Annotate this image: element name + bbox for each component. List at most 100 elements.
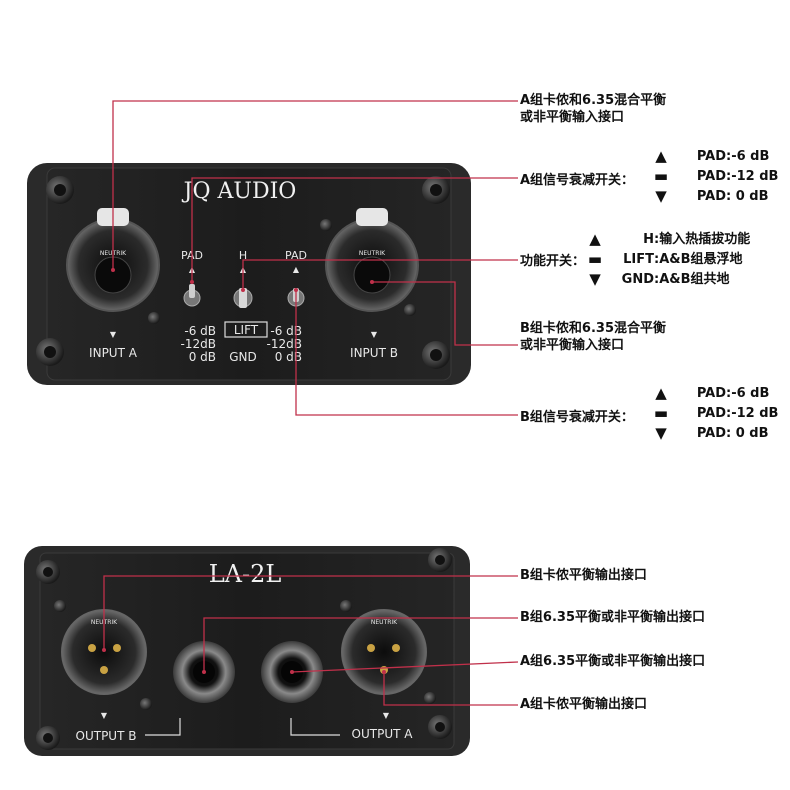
- top-corner-screw-tl: [46, 176, 74, 204]
- pad-a-value-3: 0 dB: [189, 350, 216, 364]
- down-triangle-icon: ▼: [589, 269, 601, 288]
- combo-input-b[interactable]: NEUTRIK: [325, 208, 419, 312]
- legend-list: ▲PAD:-6 dB ▬PAD:-12 dB ▼PAD: 0 dB: [650, 383, 779, 443]
- down-arrow-icon: ▼: [101, 711, 108, 720]
- pad-b-value-1: -6 dB: [270, 324, 302, 338]
- legend-value: :-12 dB: [726, 405, 779, 421]
- bottom-corner-screw-tr: [428, 548, 452, 572]
- leader-input-a: [112, 100, 518, 270]
- legend-value: :A&B组悬浮地: [654, 251, 743, 267]
- pad-a-value-1: -6 dB: [184, 324, 216, 338]
- small-screw: [404, 304, 416, 316]
- legend-value: :-6 dB: [726, 385, 770, 401]
- bar-icon: ▬: [653, 403, 669, 422]
- up-triangle-icon: ▲: [655, 383, 667, 402]
- leader-out-b-jack: [203, 617, 518, 672]
- legend-list: ▲H:输入热插拔功能 ▬LIFT:A&B组悬浮地 ▼GND:A&B组共地: [584, 229, 750, 289]
- output-b-label: OUTPUT B: [76, 729, 137, 743]
- bar-icon: ▬: [587, 249, 603, 268]
- annotation-title: A组信号衰减开关：: [520, 170, 634, 190]
- legend-value: :输入热插拔功能: [654, 231, 751, 247]
- legend-key: PAD: [696, 168, 726, 184]
- legend-value: :-6 dB: [726, 148, 770, 164]
- output-a-label: OUTPUT A: [352, 727, 414, 741]
- leader-pad-b: [295, 290, 518, 416]
- bottom-corner-screw-tl: [36, 560, 60, 584]
- function-switch[interactable]: [233, 288, 253, 308]
- annotation-input-b: B组卡侬和6.35混合平衡 或非平衡输入接口: [520, 320, 666, 354]
- input-a-label: INPUT A: [89, 346, 138, 360]
- legend-key: H: [643, 231, 654, 247]
- pad-b-value-2: -12dB: [267, 337, 302, 351]
- leader-out-a-xlr: [383, 672, 518, 706]
- pad-a-value-2: -12dB: [181, 337, 216, 351]
- connector-brand: NEUTRIK: [359, 250, 386, 257]
- down-arrow-icon: ▼: [383, 711, 390, 720]
- legend-key: PAD: [696, 188, 726, 204]
- small-screw: [140, 698, 152, 710]
- annotation-input-a: A组卡侬和6.35混合平衡 或非平衡输入接口: [520, 92, 666, 126]
- annotation-out-a-jack: A组6.35平衡或非平衡输出接口: [520, 654, 706, 669]
- legend-key: PAD: [696, 148, 726, 164]
- annotation-line: 或非平衡输入接口: [520, 338, 625, 353]
- bar-icon: ▬: [653, 166, 669, 185]
- leader-input-b: [372, 281, 518, 346]
- bottom-corner-screw-br: [428, 715, 452, 739]
- up-triangle-icon: ▲: [655, 146, 667, 165]
- legend-key: PAD: [696, 385, 726, 401]
- top-corner-screw-bl: [36, 338, 64, 366]
- pad-label-b: PAD: [285, 249, 307, 262]
- leader-out-b-xlr: [103, 575, 518, 650]
- annotation-title: B组信号衰减开关：: [520, 407, 634, 427]
- legend-key: PAD: [696, 405, 726, 421]
- lift-box: [224, 321, 268, 338]
- leader-lines: [103, 100, 519, 706]
- legend-value: : 0 dB: [726, 188, 769, 204]
- output-b-bracket: [145, 718, 181, 736]
- small-screw: [320, 219, 332, 231]
- legend-list: ▲PAD:-6 dB ▬PAD:-12 dB ▼PAD: 0 dB: [650, 146, 779, 206]
- up-arrow-icon: ▲: [293, 265, 300, 274]
- brand-label: JQ AUDIO: [182, 179, 297, 204]
- output-a-bracket: [290, 718, 340, 736]
- lift-label: LIFT: [234, 323, 259, 337]
- annotation-line: B组卡侬和6.35混合平衡: [520, 321, 666, 336]
- legend-value: :-12 dB: [726, 168, 779, 184]
- h-label: H: [239, 249, 247, 262]
- top-corner-screw-tr: [422, 176, 450, 204]
- legend-key: LIFT: [623, 251, 654, 267]
- gnd-label: GND: [229, 350, 257, 364]
- pad-b-value-3: 0 dB: [275, 350, 302, 364]
- connector-brand: NEUTRIK: [371, 619, 398, 626]
- bottom-corner-screw-bl: [36, 726, 60, 750]
- up-triangle-icon: ▲: [589, 229, 601, 248]
- leader-pad-a: [191, 177, 518, 282]
- legend-value: : 0 dB: [726, 425, 769, 441]
- function-title: 功能开关：: [520, 253, 586, 269]
- pad-a-title: A组信号衰减开关：: [520, 172, 635, 188]
- top-corner-screw-br: [422, 341, 450, 369]
- annotation-out-b-jack: B组6.35平衡或非平衡输出接口: [520, 610, 705, 625]
- leader-out-a-jack: [291, 661, 519, 673]
- pad-switch-a[interactable]: [183, 284, 201, 307]
- leader-function: [242, 259, 518, 290]
- legend-key: PAD: [696, 425, 726, 441]
- down-triangle-icon: ▼: [655, 186, 667, 205]
- leader-dots: [102, 268, 386, 674]
- annotation-out-b-xlr: B组卡侬平衡输出接口: [520, 568, 647, 583]
- small-screw: [340, 600, 352, 612]
- down-arrow-icon: ▼: [110, 330, 117, 339]
- pad-b-title: B组信号衰减开关：: [520, 409, 634, 425]
- annotation-line: A组卡侬和6.35混合平衡: [520, 93, 667, 108]
- legend-key: GND: [621, 271, 654, 287]
- small-screw: [54, 600, 66, 612]
- small-screw: [148, 312, 160, 324]
- annotation-line: 或非平衡输入接口: [520, 110, 625, 125]
- annotation-out-a-xlr: A组卡侬平衡输出接口: [520, 697, 648, 712]
- small-screw: [424, 692, 436, 704]
- model-label: LA-2L: [209, 560, 282, 588]
- down-triangle-icon: ▼: [655, 423, 667, 442]
- input-b-label: INPUT B: [350, 346, 398, 360]
- down-arrow-icon: ▼: [371, 330, 378, 339]
